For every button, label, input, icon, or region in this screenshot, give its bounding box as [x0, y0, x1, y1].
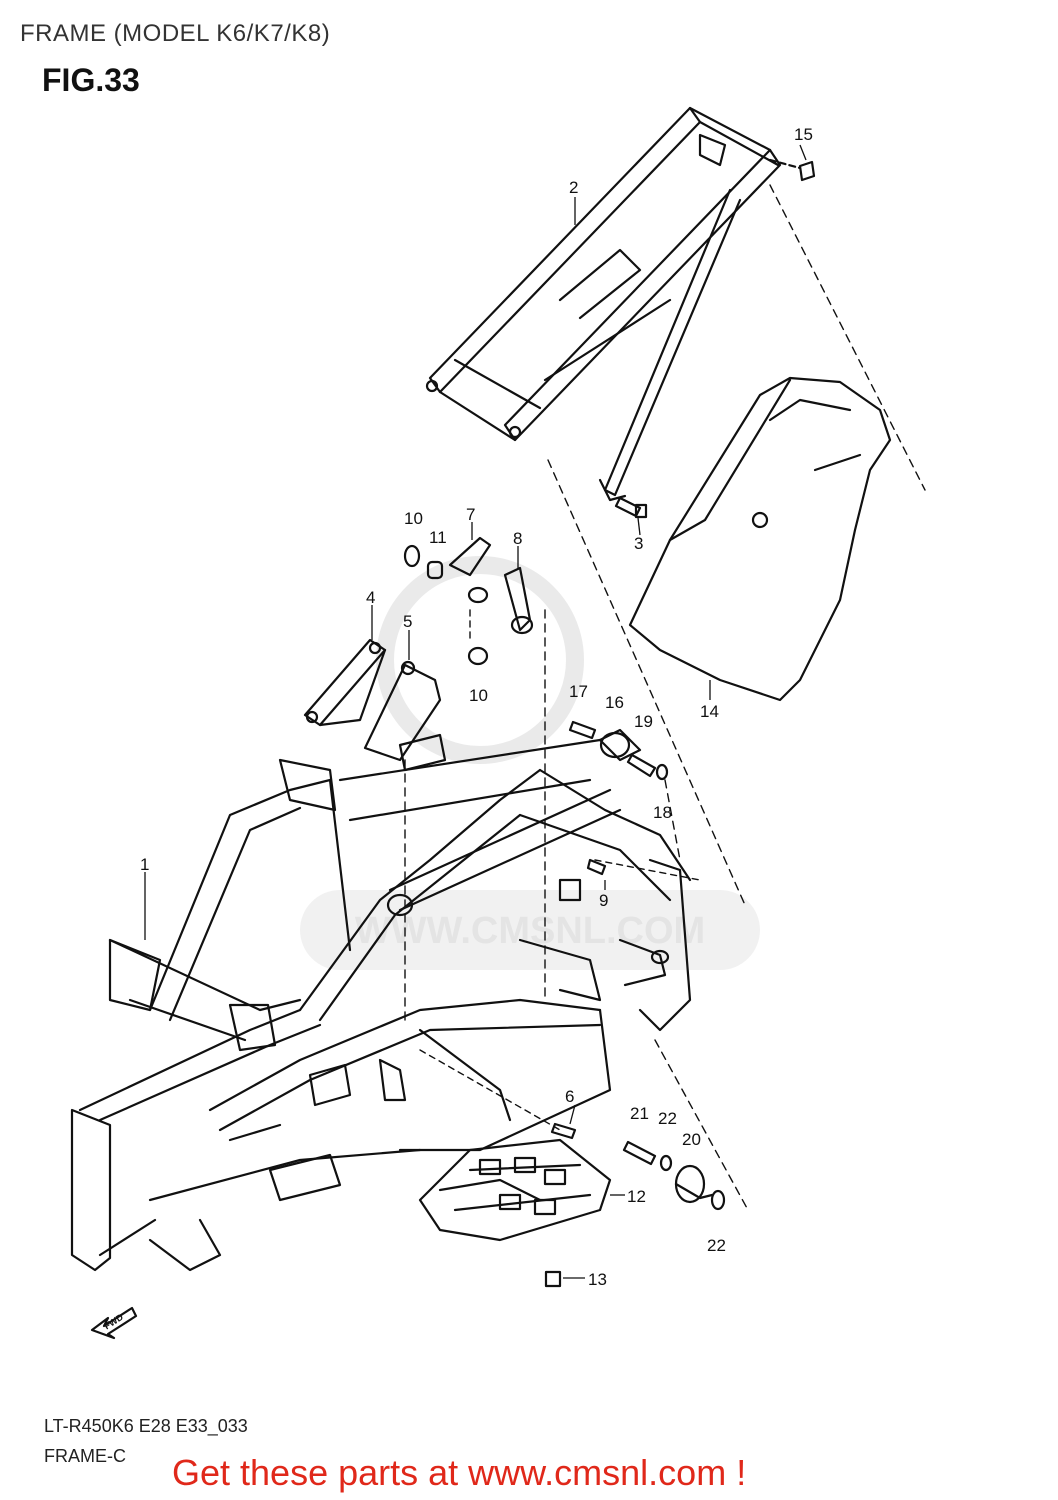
part-footrest-12	[418, 1138, 612, 1242]
part-collar-11	[426, 560, 444, 580]
watermark: WWW.CMSNL.COM	[300, 556, 760, 970]
part-bolt-3	[614, 496, 648, 519]
callout-6: 6	[565, 1087, 574, 1106]
part-washer-10b	[467, 646, 489, 666]
part-washer-18	[655, 763, 669, 781]
callout-10a: 10	[404, 509, 423, 528]
callout-21: 21	[630, 1104, 649, 1123]
part-bolt-21	[622, 1140, 657, 1166]
callout-9: 9	[599, 891, 608, 910]
part-bracket-4	[303, 638, 387, 727]
callout-10b: 10	[469, 686, 488, 705]
part-bracket-8	[503, 566, 534, 635]
figure-number: FIG.33	[42, 62, 140, 98]
callout-11: 11	[429, 528, 447, 547]
callout-22a: 22	[658, 1109, 677, 1128]
callout-1: 1	[140, 855, 149, 874]
part-main-frame	[70, 609, 749, 1272]
part-clip-15	[768, 158, 816, 182]
part-bracket-5	[363, 660, 447, 772]
callout-13: 13	[588, 1270, 607, 1289]
part-collar-19	[626, 753, 657, 778]
part-bolt-13	[544, 1270, 562, 1288]
callout-19: 19	[634, 712, 653, 731]
diagram-header: FRAME (MODEL K6/K7/K8)	[20, 20, 331, 47]
callout-8: 8	[513, 529, 522, 548]
callout-15: 15	[794, 125, 813, 144]
part-washer-22a	[659, 1154, 673, 1172]
part-bolt-6	[550, 1122, 577, 1140]
part-cover-14	[547, 184, 926, 906]
callout-4: 4	[366, 588, 375, 607]
callout-14: 14	[700, 702, 719, 721]
diagram-code: LT-R450K6 E28 E33_033	[44, 1416, 248, 1436]
part-rear-subframe	[425, 106, 782, 502]
part-washer-10a	[403, 544, 421, 568]
callout-2: 2	[569, 178, 578, 197]
callout-7: 7	[466, 505, 475, 524]
callout-22b: 22	[707, 1236, 726, 1255]
part-bolt-9	[586, 858, 607, 876]
callout-20: 20	[682, 1130, 701, 1149]
part-bolt-17	[568, 720, 597, 740]
diagram-frame-label: FRAME-C	[44, 1446, 126, 1466]
promo-link[interactable]: Get these parts at www.cmsnl.com !	[172, 1452, 747, 1493]
part-bush-16	[598, 728, 642, 762]
callout-labels: 1 2 3 4 5 6 7 8 9 10 10 11 12 13 14 15 1…	[102, 125, 813, 1331]
callout-17: 17	[569, 682, 588, 701]
callout-18: 18	[653, 803, 672, 822]
watermark-text: WWW.CMSNL.COM	[355, 910, 705, 952]
callout-16: 16	[605, 693, 624, 712]
callout-5: 5	[403, 612, 412, 631]
callout-3: 3	[634, 534, 643, 553]
fwd-arrow-icon	[90, 1306, 138, 1340]
part-washer-22b	[710, 1189, 726, 1211]
part-bush-20	[674, 1164, 714, 1204]
callout-12: 12	[627, 1187, 646, 1206]
part-bracket-7	[448, 536, 492, 604]
